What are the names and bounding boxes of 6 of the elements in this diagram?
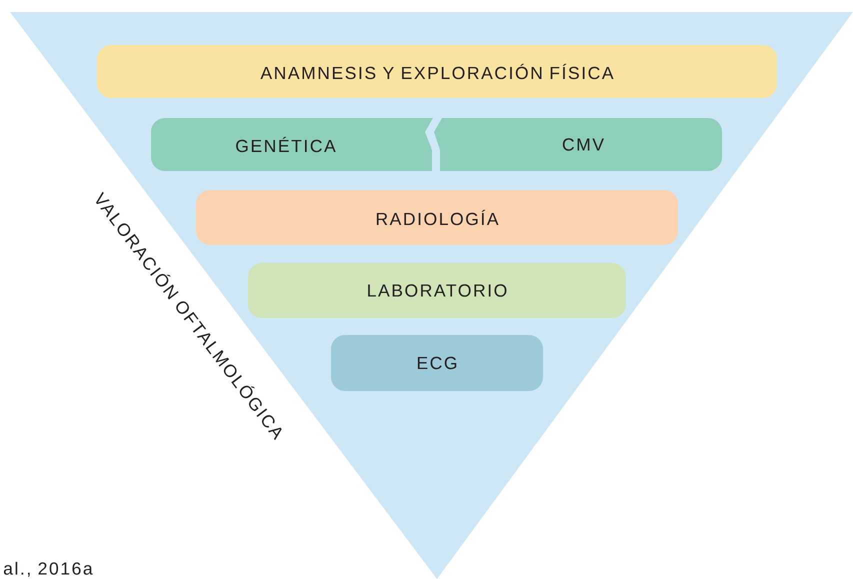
level-box: CMV bbox=[434, 118, 722, 171]
level-box: LABORATORIO bbox=[248, 263, 626, 318]
level-box: RADIOLOGÍA bbox=[196, 190, 678, 245]
level-box: ANAMNESIS Y EXPLORACIÓN FÍSICA bbox=[97, 45, 777, 98]
level-box: GENÉTICA bbox=[151, 118, 433, 171]
level-box: ECG bbox=[331, 335, 543, 391]
